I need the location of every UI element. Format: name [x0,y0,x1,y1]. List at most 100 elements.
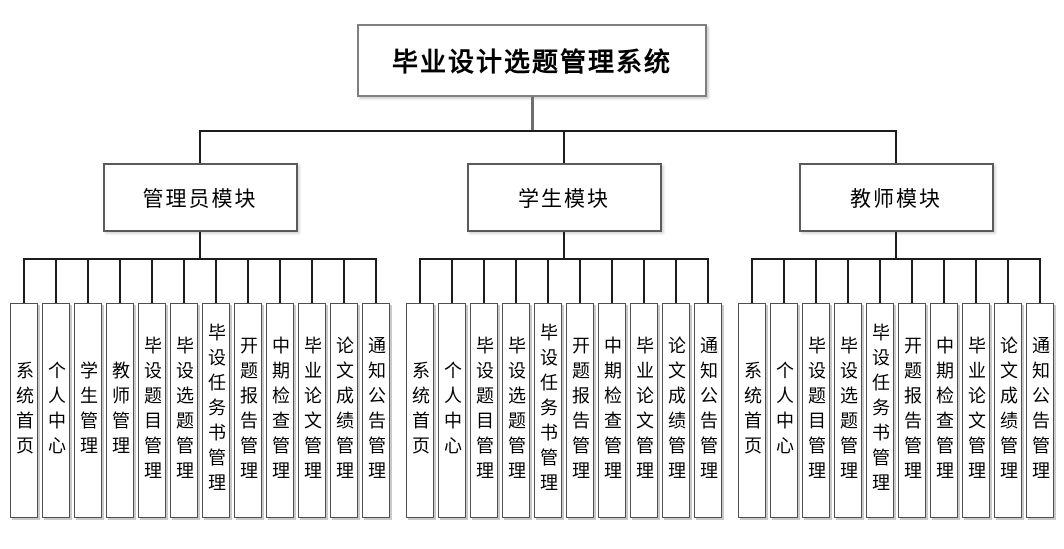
leaf-label: 毕设选题管理 [174,335,194,486]
leaf-label: 通知公告管理 [698,335,718,486]
leaf-node: 通知公告管理 [694,303,722,518]
leaf-label: 毕设题目管理 [474,335,494,486]
leaf-branch: 通知公告管理 [360,258,392,518]
leaf-node: 个人中心 [42,303,70,518]
leaf-node: 系统首页 [10,303,38,518]
leaf-branch: 个人中心 [40,258,72,518]
leaf-node: 毕设选题管理 [170,303,198,518]
leaf-label: 系统首页 [14,360,34,461]
leaf-branch: 论文成绩管理 [992,258,1024,518]
leaf-branch: 毕业论文管理 [628,258,660,518]
leaf-branch: 中期检查管理 [596,258,628,518]
leaf-branch: 中期检查管理 [264,258,296,518]
leaf-branch: 论文成绩管理 [660,258,692,518]
leaf-label: 开题报告管理 [238,335,258,486]
leaf-label: 毕设任务书管理 [206,323,226,498]
leaf-label: 毕设任务书管理 [870,323,890,498]
leaf-label: 系统首页 [410,360,430,461]
leaf-branch: 教师管理 [104,258,136,518]
leaf-label: 中期检查管理 [270,335,290,486]
leaf-node: 毕设任务书管理 [534,303,562,518]
modules-row: 管理员模块 系统首页 个人中心 学生管理 教师管理 毕设题目管理 毕设选题管理 [2,130,1062,518]
leaf-node: 通知公告管理 [1026,303,1054,518]
leaf-node: 毕业论文管理 [962,303,990,518]
leaf-branch: 系统首页 [404,258,436,518]
leaf-node: 毕设题目管理 [138,303,166,518]
leaf-label: 中期检查管理 [602,335,622,486]
leaf-node: 毕设选题管理 [502,303,530,518]
leaf-branch: 开题报告管理 [896,258,928,518]
leaf-branch: 系统首页 [736,258,768,518]
leaf-label: 毕业论文管理 [302,335,322,486]
leaf-label: 教师管理 [110,360,130,461]
module-label: 管理员模块 [142,186,258,211]
leaf-node: 毕设题目管理 [470,303,498,518]
leaf-label: 个人中心 [774,360,794,461]
leaf-node: 个人中心 [770,303,798,518]
leaf-node: 毕业论文管理 [298,303,326,518]
module-group-2: 教师模块 系统首页 个人中心 毕设题目管理 毕设选题管理 毕设任务书管理 开题报… [730,130,1062,518]
module-node: 管理员模块 [102,163,298,232]
leaf-label: 毕业论文管理 [634,335,654,486]
leaf-node: 中期检查管理 [266,303,294,518]
leaf-branch: 毕设选题管理 [500,258,532,518]
module-group-0: 管理员模块 系统首页 个人中心 学生管理 教师管理 毕设题目管理 毕设选题管理 [2,130,398,518]
leaf-branch: 个人中心 [768,258,800,518]
leaf-node: 教师管理 [106,303,134,518]
leaf-label: 毕业论文管理 [966,335,986,486]
leaves-row: 系统首页 个人中心 学生管理 教师管理 毕设题目管理 毕设选题管理 毕设任务书管… [8,258,392,518]
leaf-label: 通知公告管理 [366,335,386,486]
leaf-branch: 毕设题目管理 [136,258,168,518]
module-group-1: 学生模块 系统首页 个人中心 毕设题目管理 毕设选题管理 毕设任务书管理 开题报… [398,130,730,518]
leaf-label: 个人中心 [46,360,66,461]
leaf-label: 论文成绩管理 [334,335,354,486]
module-connector [199,232,201,258]
root-title: 毕业设计选题管理系统 [391,48,672,77]
leaf-node: 论文成绩管理 [662,303,690,518]
leaf-branch: 毕设任务书管理 [200,258,232,518]
leaf-node: 毕设选题管理 [834,303,862,518]
leaves-row: 系统首页 个人中心 毕设题目管理 毕设选题管理 毕设任务书管理 开题报告管理 中… [736,258,1056,518]
leaf-branch: 毕设任务书管理 [864,258,896,518]
leaf-node: 开题报告管理 [234,303,262,518]
leaf-label: 毕设题目管理 [806,335,826,486]
leaf-branch: 毕业论文管理 [960,258,992,518]
leaf-branch: 论文成绩管理 [328,258,360,518]
leaf-node: 论文成绩管理 [330,303,358,518]
leaf-node: 开题报告管理 [566,303,594,518]
module-node: 学生模块 [466,163,662,232]
leaf-branch: 开题报告管理 [564,258,596,518]
leaf-node: 论文成绩管理 [994,303,1022,518]
root-node: 毕业设计选题管理系统 [357,24,707,97]
leaf-node: 学生管理 [74,303,102,518]
root-connector [530,97,534,130]
leaf-branch: 毕设题目管理 [800,258,832,518]
leaf-node: 中期检查管理 [930,303,958,518]
leaf-label: 论文成绩管理 [666,335,686,486]
leaf-label: 学生管理 [78,360,98,461]
leaves-row: 系统首页 个人中心 毕设题目管理 毕设选题管理 毕设任务书管理 开题报告管理 中… [404,258,724,518]
leaf-branch: 开题报告管理 [232,258,264,518]
leaf-label: 毕设任务书管理 [538,323,558,498]
leaf-node: 开题报告管理 [898,303,926,518]
leaf-label: 通知公告管理 [1030,335,1050,486]
leaf-node: 毕业论文管理 [630,303,658,518]
module-label: 学生模块 [518,186,610,211]
leaf-label: 系统首页 [742,360,762,461]
leaf-branch: 毕业论文管理 [296,258,328,518]
leaf-branch: 毕设选题管理 [832,258,864,518]
leaf-branch: 学生管理 [72,258,104,518]
leaf-label: 开题报告管理 [570,335,590,486]
module-connector [895,232,897,258]
leaf-node: 毕设题目管理 [802,303,830,518]
leaf-label: 毕设题目管理 [142,335,162,486]
leaf-branch: 毕设任务书管理 [532,258,564,518]
leaf-label: 论文成绩管理 [998,335,1018,486]
leaf-label: 毕设选题管理 [506,335,526,486]
leaf-node: 中期检查管理 [598,303,626,518]
leaf-branch: 通知公告管理 [692,258,724,518]
leaf-branch: 毕设选题管理 [168,258,200,518]
leaf-label: 毕设选题管理 [838,335,858,486]
leaf-node: 毕设任务书管理 [202,303,230,518]
